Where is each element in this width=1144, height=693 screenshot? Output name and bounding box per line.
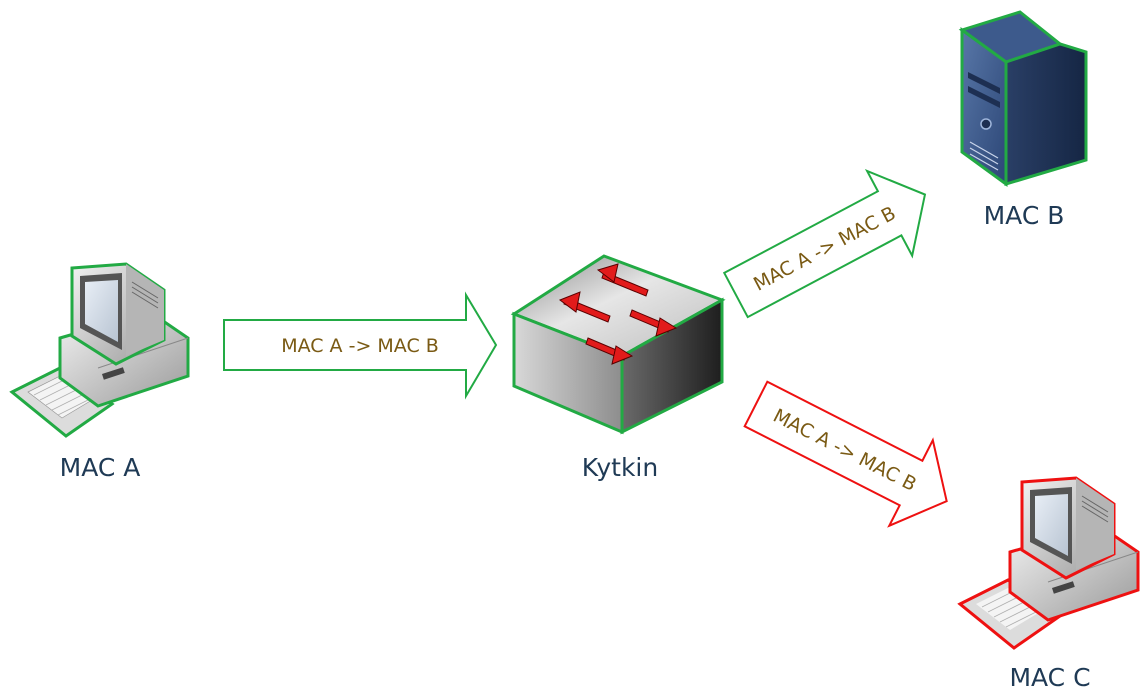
mac-b-label: MAC B bbox=[984, 201, 1065, 230]
mac-a-computer-icon[interactable] bbox=[9, 262, 190, 438]
arrow-switch-to-b: MAC A -> MAC B bbox=[722, 168, 927, 319]
arrow-switch-to-c: MAC A -> MAC B bbox=[743, 380, 948, 528]
mac-c-label: MAC C bbox=[1009, 663, 1090, 692]
mac-c-computer-icon[interactable] bbox=[957, 476, 1140, 650]
arrow-a-to-switch-label: MAC A -> MAC B bbox=[281, 335, 439, 357]
mac-a-label: MAC A bbox=[60, 453, 141, 482]
mac-b-server-icon[interactable] bbox=[958, 10, 1088, 187]
switch-icon[interactable] bbox=[510, 254, 726, 435]
arrow-a-to-switch: MAC A -> MAC B bbox=[223, 291, 498, 400]
switch-label: Kytkin bbox=[582, 453, 658, 482]
